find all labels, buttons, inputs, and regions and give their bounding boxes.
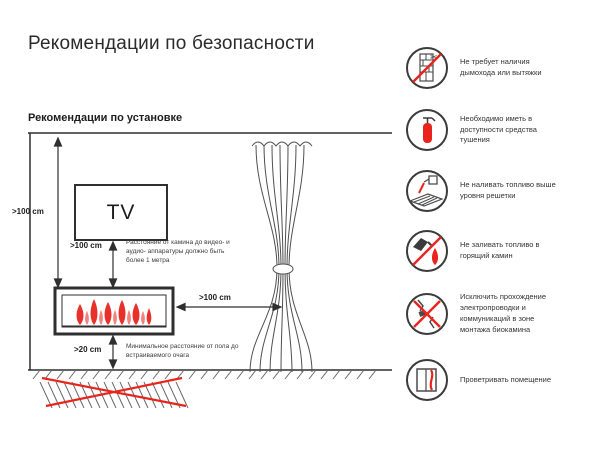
rug-crossed-out	[39, 376, 189, 409]
note-floor-distance: Минимальное расстояние от пола до встраи…	[126, 343, 239, 360]
no-chimney-icon: ✂	[406, 47, 448, 89]
scissors-icon: ✂	[430, 52, 438, 62]
extinguisher-icon	[406, 109, 448, 151]
safety-item-no-refuel-burning: Не заливать топливо в горящий камин	[404, 228, 596, 274]
brick-lines	[420, 54, 433, 81]
fuel-canister	[413, 238, 428, 251]
safety-item-text: Не требует наличия дымохода или вытяжки	[460, 57, 542, 77]
safety-item-no-wiring: Исключить прохождение электропроводки и …	[404, 291, 596, 337]
page-title: Рекомендации по безопасности	[28, 33, 315, 54]
fuel-stream	[418, 182, 425, 194]
no-refuel-burning-icon	[406, 230, 448, 272]
ventilate-icon	[406, 359, 448, 401]
note-tv-distance: Расстояние от камина до видео- и аудио- …	[126, 239, 230, 265]
curtain-folds	[249, 144, 313, 373]
safety-item-extinguisher: Необходимо иметь в доступности средства …	[404, 107, 596, 153]
dimension-left-label: >100 cm	[12, 207, 44, 216]
fuel-canister	[423, 175, 438, 185]
dimension-floor-label: >20 cm	[74, 345, 102, 354]
safety-item-no-fuel-above-grate: Не наливать топливо выше уровня решетки	[404, 168, 596, 214]
curtain-tieback	[272, 263, 294, 275]
safety-item-ventilate: Проветривать помещение	[404, 357, 596, 403]
safety-item-text: Не заливать топливо в горящий камин	[460, 240, 540, 260]
fireplace-inner-frame	[61, 294, 167, 328]
safety-item-text: Не наливать топливо выше уровня решетки	[460, 180, 556, 200]
tv-label: TV	[106, 200, 136, 224]
rug-hatching	[39, 381, 189, 409]
prohibition-line	[412, 236, 442, 266]
safety-item-text: Необходимо иметь в доступности средства …	[460, 113, 537, 145]
extinguisher-body	[423, 123, 432, 143]
flames-icon	[76, 299, 152, 325]
no-fuel-above-grate-icon	[406, 170, 448, 212]
flame-shape	[431, 248, 439, 265]
grate-hatching	[413, 195, 438, 206]
fireplace	[53, 286, 175, 336]
installation-section-title: Рекомендации по установке	[28, 112, 183, 124]
safety-item-no-chimney: ✂ Не требует наличия дымохода или вытяжк…	[404, 45, 596, 91]
curtain-breeze-shape	[429, 369, 434, 391]
dimension-arrows	[53, 136, 283, 370]
dimension-tv-label: >100 cm	[70, 241, 102, 250]
dimension-curtain-label: >100 cm	[199, 293, 231, 302]
prohibition-line	[412, 53, 442, 83]
floor-hatching	[32, 369, 377, 380]
no-wiring-icon	[406, 293, 448, 335]
curtain	[249, 141, 313, 373]
extinguisher-handle	[423, 117, 436, 123]
prohibition-cross	[41, 376, 187, 408]
room-outline	[28, 132, 392, 371]
tv-outline	[74, 184, 168, 241]
safety-item-text: Проветривать помещение	[460, 374, 552, 384]
prohibition-cross	[413, 300, 441, 328]
safety-item-text: Исключить прохождение электропроводки и …	[460, 292, 547, 334]
curtain-top-scallop	[251, 141, 313, 147]
